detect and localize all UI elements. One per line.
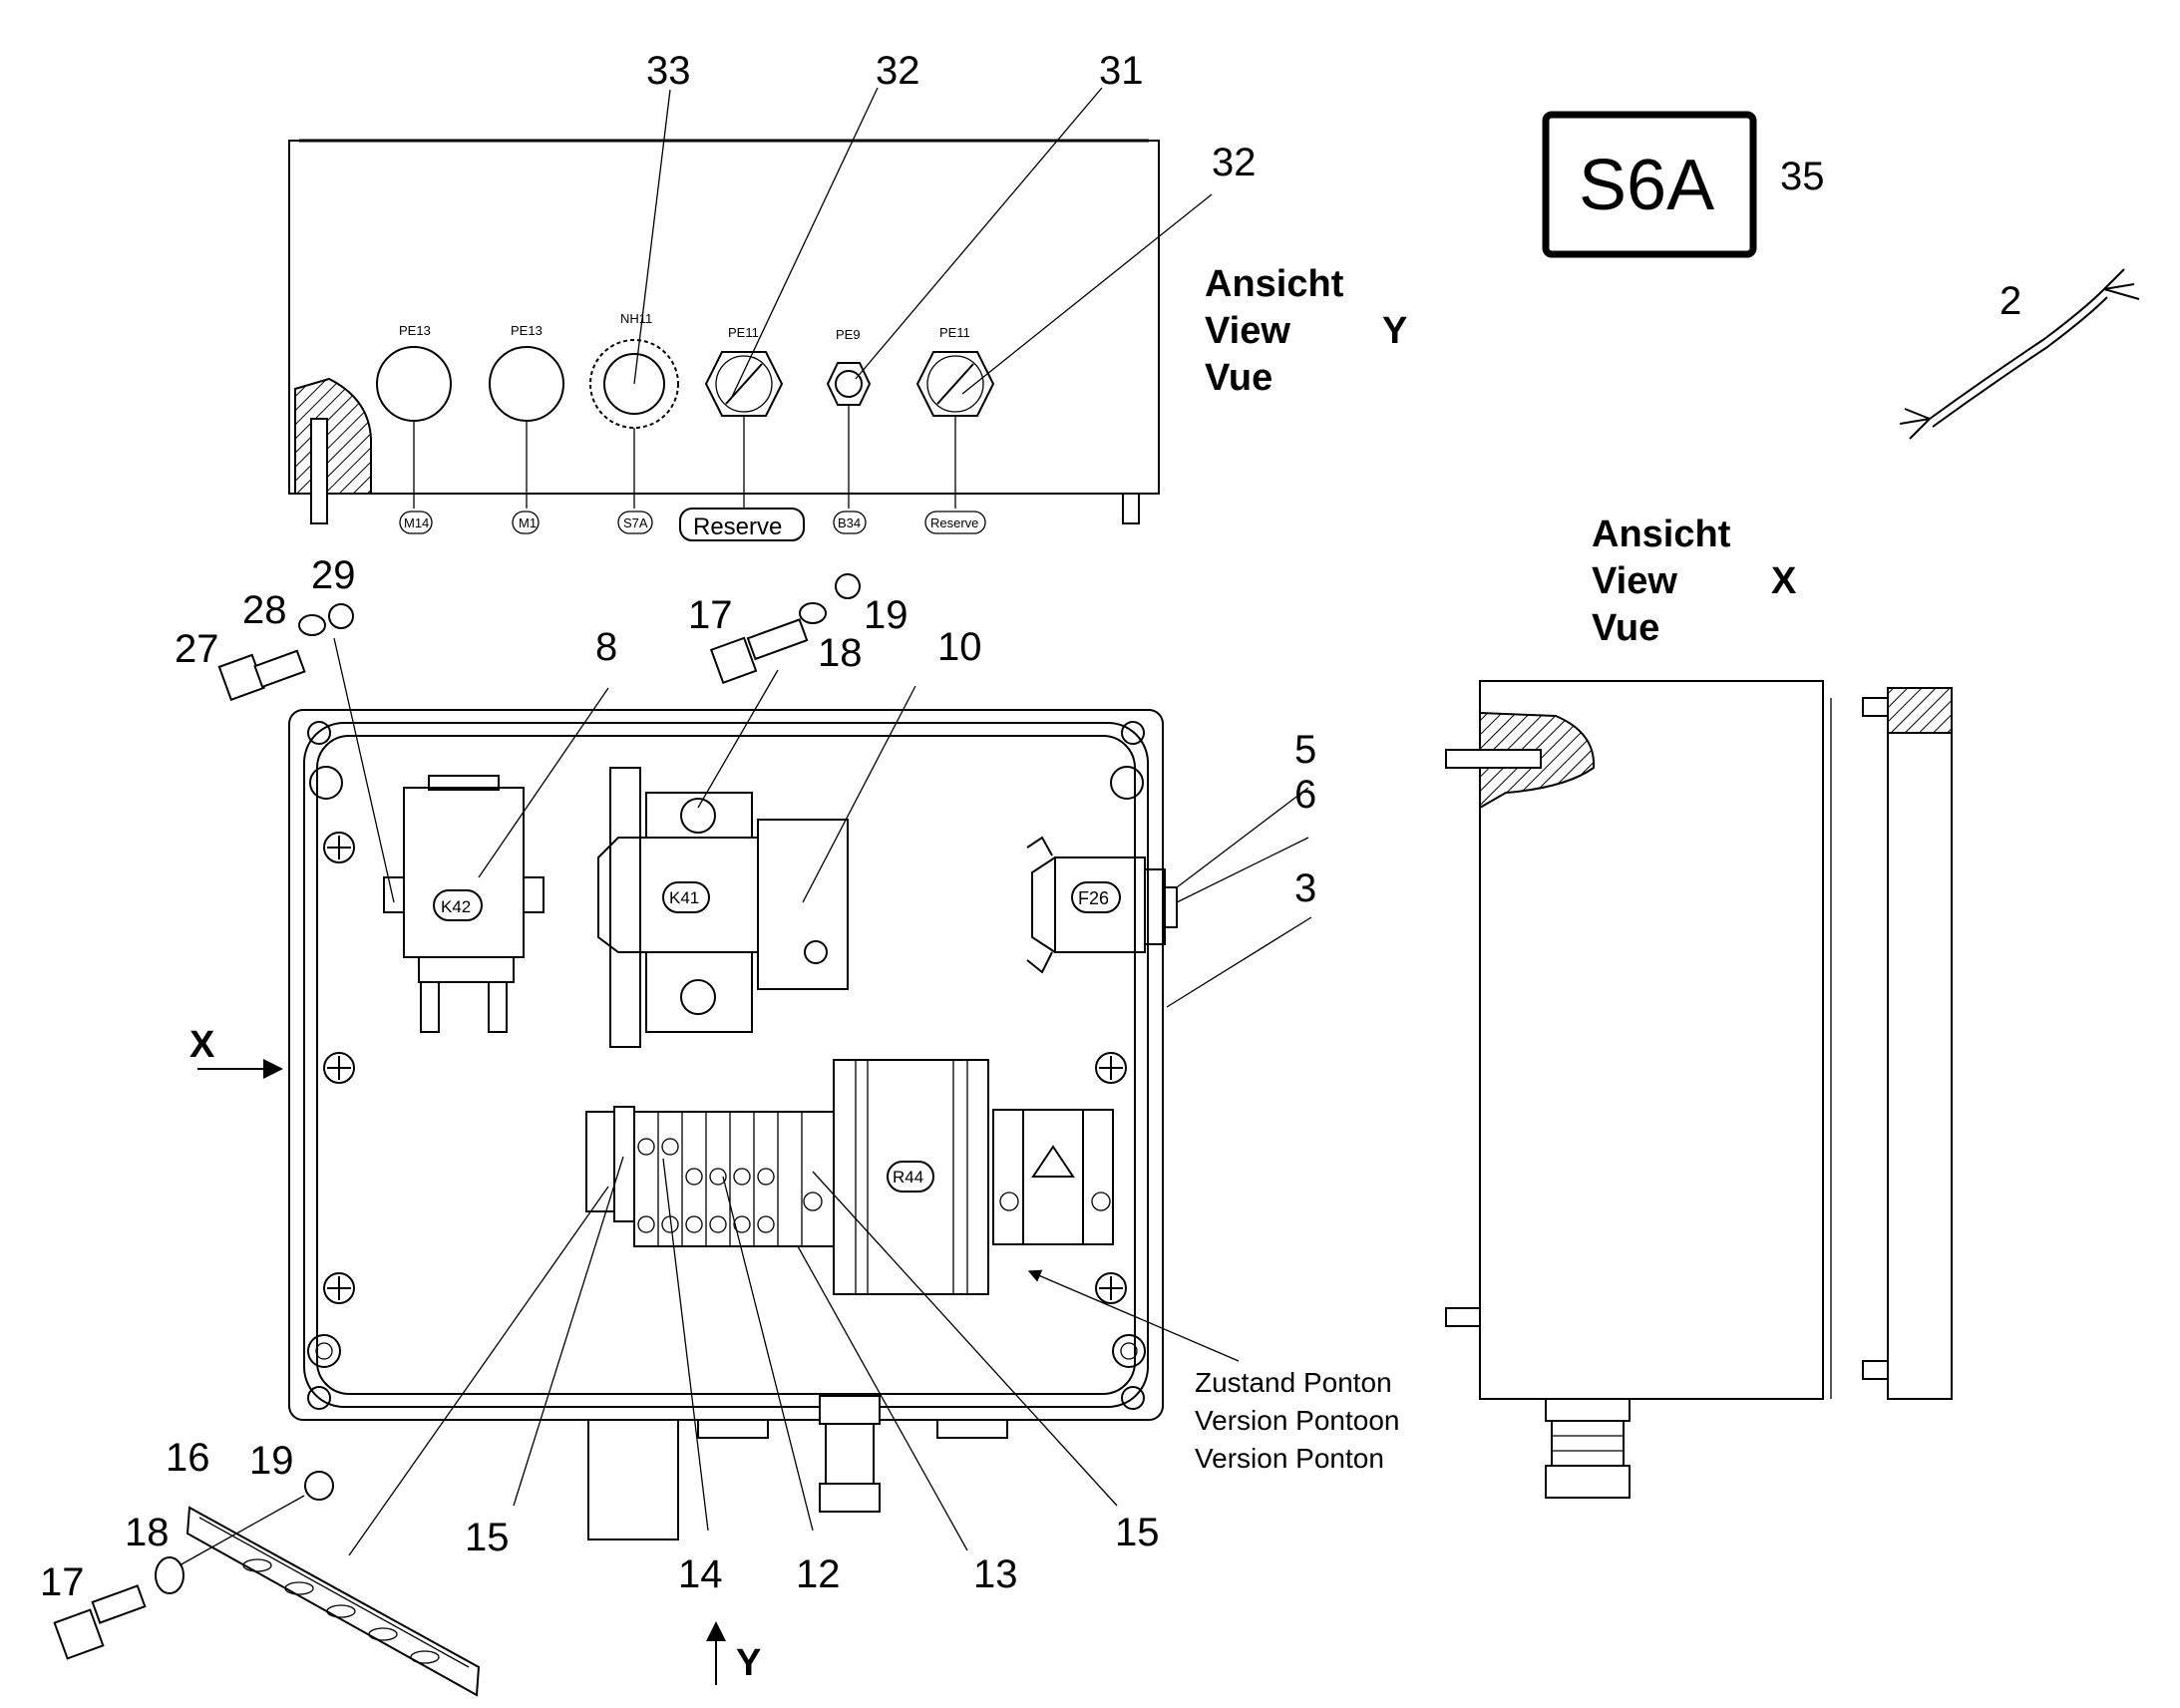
connector-pe13-m1: PE13 M1 [489,323,564,534]
connector-pe11-reserve-2: PE11 Reserve [915,325,995,534]
version-note: Zustand Ponton Version Pontoon Version P… [1195,1367,1400,1474]
bolt-17-18-19 [697,573,861,809]
callout-10: 10 [937,625,982,669]
callout-28: 28 [242,588,287,632]
callout-31: 31 [1099,49,1144,93]
callout-17b: 17 [40,1560,85,1604]
component-label: K42 [441,897,471,916]
wire-label: B34 [838,515,861,530]
wire-label: Reserve [693,513,782,540]
heading-line-1: Ansicht [1205,263,1344,305]
wire-label: S7A [623,515,648,530]
callout-15: 15 [465,1516,510,1559]
main-enclosure: K42 K41 F26 [40,553,1400,1697]
callout-32: 32 [876,49,920,93]
heading-line-2: View [1205,310,1290,352]
bottom-glands [587,1395,1008,1540]
callout-29: 29 [311,553,356,597]
connector-type-label: PE9 [836,327,861,342]
cable-part: 2 [1899,268,2140,440]
callout-17: 17 [688,593,733,637]
note-line-2: Version Pontoon [1195,1405,1400,1436]
note-line-3: Version Ponton [1195,1443,1384,1474]
surge-module [992,1109,1114,1245]
connector-type-label: NH11 [620,311,652,326]
din-rail [53,1471,481,1697]
callout-5: 5 [1294,728,1316,772]
arrow-y: Y [706,1621,761,1685]
heading-line-3: Vue [1592,607,1659,649]
callouts: 27 28 29 17 18 19 8 10 5 6 3 15 14 12 13… [40,553,1316,1604]
heading-axis: X [1771,560,1797,602]
callout-19: 19 [864,593,908,637]
callout-13: 13 [973,1552,1018,1596]
arrow-y-label: Y [736,1642,761,1684]
heading-axis: Y [1382,310,1407,352]
callout-16: 16 [166,1436,210,1480]
heading-line-2: View [1592,560,1677,602]
component-label: K41 [669,888,699,907]
callout-18: 18 [818,631,863,675]
relay-k42: K42 [383,775,545,1033]
callout-27: 27 [175,627,219,671]
resistor-r44: R44 [833,1059,989,1295]
callout-2: 2 [1999,279,2021,323]
contactor-k41: K41 [597,767,849,1048]
connector-type-label: PE13 [511,323,543,338]
note-line-1: Zustand Ponton [1195,1367,1392,1398]
heading-view-x: Ansicht View Vue X [1592,513,1797,649]
callout-32b: 32 [1212,141,1257,184]
connector-pe13-m14: PE13 M14 [376,323,452,534]
callout-3: 3 [1294,866,1316,910]
heading-line-3: Vue [1205,357,1272,399]
callout-12: 12 [796,1552,841,1596]
label-plate: S6A 35 [1542,111,1825,258]
view-y-drawing: PE13 M14 PE13 M1 NH11 S7A PE11 Reserv [288,49,1257,541]
bolt-27-28-29 [217,603,395,903]
callout-8: 8 [595,625,617,669]
wire-label: M14 [404,515,429,530]
connector-type-label: PE11 [939,325,970,340]
connector-pe11-reserve: PE11 Reserve [679,325,805,541]
screws [323,832,1127,1304]
wire-label: Reserve [930,515,978,530]
component-label: F26 [1078,888,1109,908]
label-plate-text: S6A [1579,146,1714,225]
fuse-f26: F26 [1026,836,1178,974]
heading-line-1: Ansicht [1592,513,1731,555]
wire-label: M1 [519,515,537,530]
callout-14: 14 [678,1552,723,1596]
callout-15b: 15 [1115,1511,1160,1554]
callout-19b: 19 [249,1439,294,1483]
arrow-x: X [189,1024,283,1079]
connector-type-label: PE13 [399,323,431,338]
callout-35: 35 [1780,155,1825,198]
component-label: R44 [893,1168,923,1187]
callout-18b: 18 [125,1511,170,1554]
hatched-section [294,377,372,495]
terminal-block [585,1106,835,1247]
leader-lines [348,685,1312,1556]
callout-6: 6 [1294,773,1316,817]
callout-33: 33 [646,49,691,93]
connector-nh11-s7a: NH11 S7A [589,311,679,534]
arrow-x-label: X [189,1024,215,1066]
connector-type-label: PE11 [728,325,759,340]
heading-view-y: Ansicht View Vue Y [1205,263,1407,399]
connector-pe9-b34: PE9 B34 [826,327,872,534]
view-x-drawing [1445,680,1953,1499]
